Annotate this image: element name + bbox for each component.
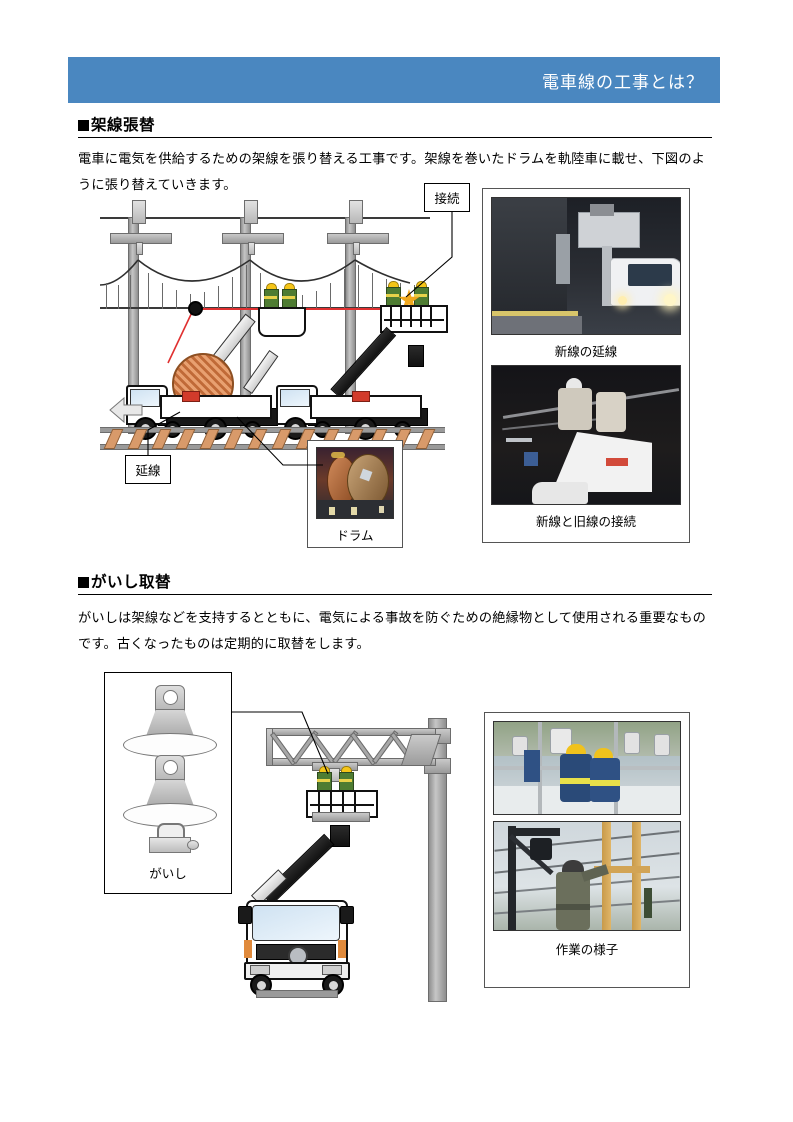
dropper <box>316 291 317 309</box>
section-heading-insulator-replacement: がいし取替 <box>78 570 712 595</box>
section-heading-overhead-line-replacement: 架線張替 <box>78 113 712 138</box>
callout-extension: 延線 <box>125 455 171 484</box>
support-pole <box>428 718 447 1002</box>
drum-leader-line <box>236 416 323 466</box>
dropper <box>106 283 107 309</box>
insulator-replacement-diagram <box>226 700 476 1002</box>
clevis-pin <box>187 840 199 850</box>
cage-bar <box>342 792 344 812</box>
clevis-body <box>149 837 191 853</box>
boom-arm <box>261 833 335 905</box>
aerial-bucket-left <box>258 307 306 337</box>
section1-photo-1-caption: 新線の延線 <box>554 345 618 359</box>
callout-connection: 接続 <box>424 183 470 212</box>
page-title: 電車線の工事とは？ <box>542 72 704 92</box>
pole-top-insulator-3 <box>349 200 363 224</box>
worker-figure <box>414 281 429 307</box>
connection-leader-line <box>405 205 453 298</box>
boom-arm-right <box>330 326 397 398</box>
truck-left-window <box>130 389 160 407</box>
stringing-sheave <box>188 301 203 316</box>
worker-figure <box>386 281 401 307</box>
section2-photo-2-image <box>493 821 681 931</box>
insulator-eye-lower <box>163 760 178 775</box>
section2-heading-text: がいし取替 <box>91 574 172 591</box>
dropper <box>232 277 233 309</box>
section2-photo-caption: 作業の様子 <box>555 943 619 957</box>
cage-bar <box>354 792 356 812</box>
boom-head <box>330 825 350 847</box>
section2-body-text: がいしは架線などを支持するとともに、電気による事故を防ぐための絶縁物として使用さ… <box>78 610 707 651</box>
feeder-wire-top <box>100 217 430 219</box>
section2-photo-1-image <box>493 721 681 815</box>
dropper <box>148 273 149 309</box>
drum-photo-caption: ドラム <box>336 529 374 543</box>
new-wire-feed-path <box>167 307 195 364</box>
truck-windshield <box>252 905 340 941</box>
new-wire-red <box>192 308 430 310</box>
dropper <box>118 285 119 309</box>
dropper <box>358 265 359 309</box>
insulator-skirt-upper <box>123 733 217 757</box>
truck-right-marker-light <box>352 391 370 402</box>
section1-photo-1-image <box>491 197 681 335</box>
platform-floor <box>312 812 370 822</box>
dropper <box>162 283 163 309</box>
cage-bar <box>430 307 432 327</box>
section1-photo-2-image <box>491 365 681 505</box>
side-mirror-right <box>340 906 354 924</box>
pole-top-insulator-1 <box>132 200 146 224</box>
truck-right-window <box>280 389 310 407</box>
insulator-eye-upper <box>163 690 178 705</box>
truss-end-post <box>266 728 273 766</box>
hanger-insulator-3 <box>353 242 360 255</box>
turn-signal-left <box>244 940 252 958</box>
dropper <box>372 273 373 309</box>
insulator-detail-box: がいし <box>104 672 232 894</box>
dropper <box>344 269 345 309</box>
page-header-banner: 電車線の工事とは？ <box>68 57 720 103</box>
side-mirror-left <box>238 906 252 924</box>
square-bullet-icon <box>78 120 89 131</box>
hanger-insulator-1 <box>136 242 143 255</box>
dropper <box>176 290 177 309</box>
drum-photo-image <box>316 447 394 519</box>
clevis-u-bolt <box>157 823 185 841</box>
direction-arrow-icon <box>109 396 143 424</box>
truck-left-marker-light <box>182 391 200 402</box>
dropper <box>260 273 261 309</box>
worker-figure <box>264 283 279 309</box>
hanger-insulator-2 <box>248 242 255 255</box>
boom-head-right <box>408 345 424 367</box>
cage-bar <box>318 792 320 812</box>
insulator-leader-line <box>230 711 329 775</box>
catenary-messenger-wire <box>100 259 411 286</box>
cage-bar <box>400 307 402 327</box>
extension-leader-line <box>147 411 181 458</box>
dropper <box>302 295 303 309</box>
dropper <box>218 286 219 309</box>
section1-photo-2-caption: 新線と旧線の接続 <box>535 515 636 529</box>
pole-top-insulator-2 <box>244 200 258 224</box>
worker-figure <box>282 283 297 309</box>
cage-bar <box>420 307 422 327</box>
insulator-detail-caption: がいし <box>149 867 187 881</box>
section1-photo-panel: 新線の延線 新線と旧線の接続 <box>482 188 690 543</box>
dropper <box>204 292 205 309</box>
rail-upper <box>100 427 445 433</box>
section2-photo-panel: 作業の様子 <box>484 712 690 988</box>
dropper <box>130 275 131 309</box>
square-bullet-icon <box>78 577 89 588</box>
section1-heading-text: 架線張替 <box>91 117 156 134</box>
cage-bar <box>410 307 412 327</box>
dropper <box>246 265 247 309</box>
turn-signal-right <box>338 940 346 958</box>
truck-outrigger-base <box>256 990 338 998</box>
drum-photo-panel: ドラム <box>307 440 403 548</box>
section1-body-text: 電車に電気を供給するための架線を張り替える工事です。架線を巻いたドラムを軌陸車に… <box>78 151 706 192</box>
cage-bar <box>390 307 392 327</box>
cage-bar <box>330 792 332 812</box>
dropper <box>330 283 331 309</box>
overhead-line-replacement-diagram <box>100 195 460 565</box>
